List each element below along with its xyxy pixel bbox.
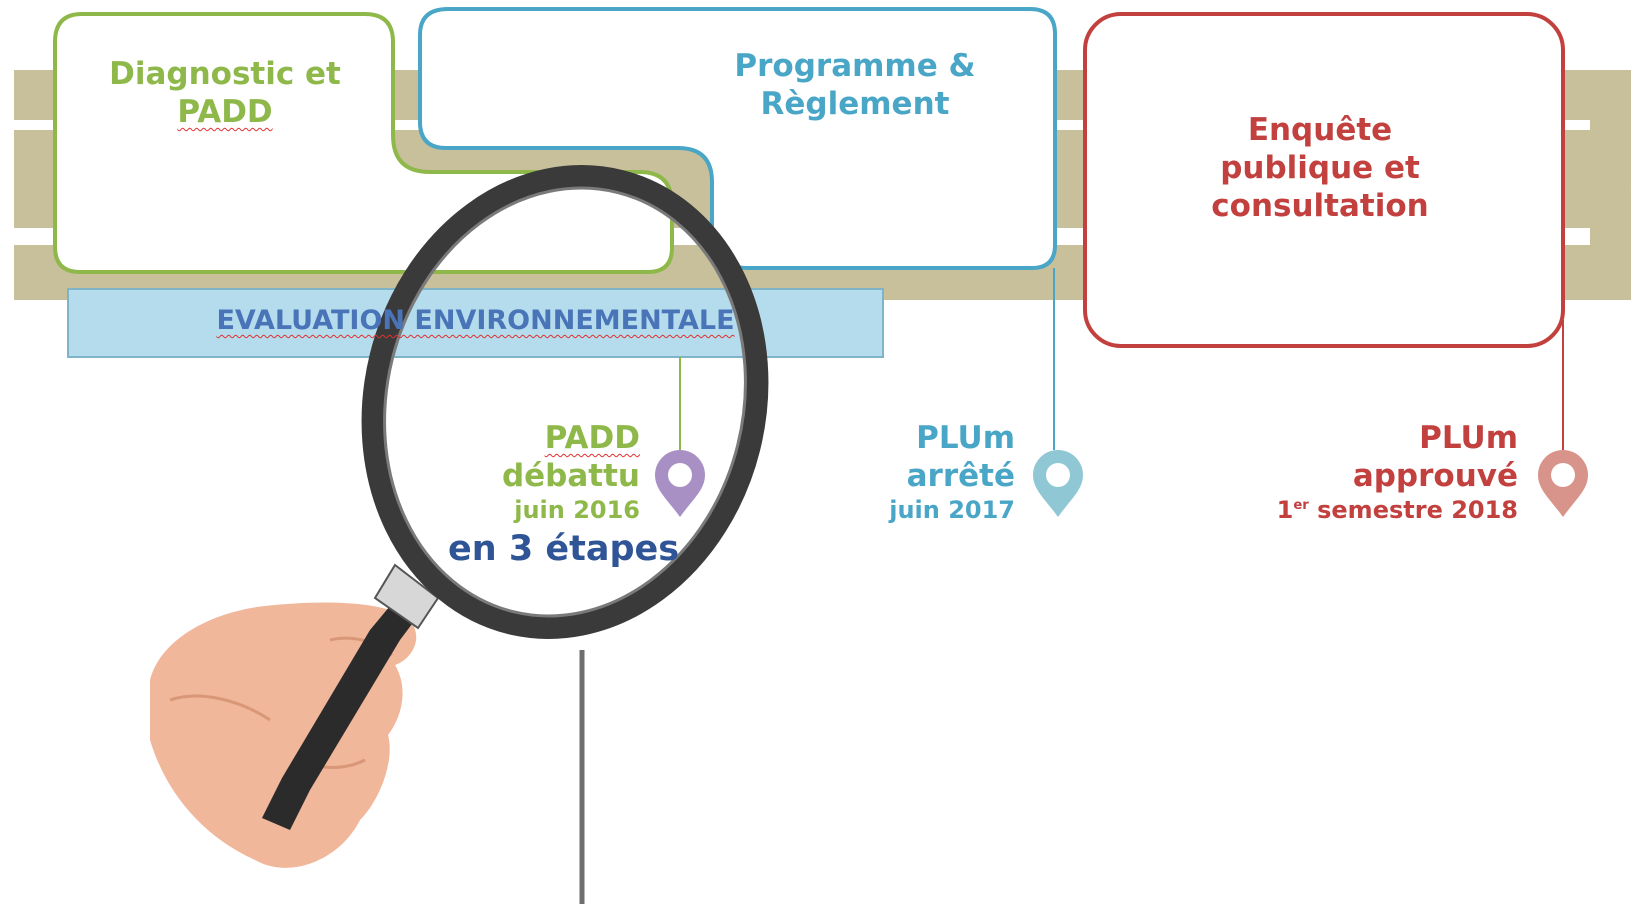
milestone-title: approuvé [1352, 457, 1518, 494]
milestone-title: arrêté [906, 457, 1015, 494]
phase-label-enquete: Enquête publique et consultation [1160, 112, 1480, 225]
milestone-title: PLUm [916, 420, 1015, 456]
milestone-title: débattu [501, 457, 640, 494]
phase-label-diagnostic: Diagnostic et PADD [90, 56, 360, 132]
milestone-title: PADD [544, 420, 640, 456]
phase-box-enquete [1083, 12, 1565, 348]
milestone-date: juin 2016 [514, 495, 640, 524]
milestone-title: PLUm [1419, 420, 1518, 456]
phase-label-line: Programme & [734, 48, 976, 84]
phase-label-line: Enquête [1247, 112, 1393, 148]
milestone-date: 1er semestre 2018 [1276, 495, 1518, 524]
caption-en-3-etapes: en 3 étapes [448, 529, 680, 569]
map-pin-icon [655, 450, 705, 517]
map-pin-icon [1538, 450, 1588, 517]
milestone-padd: PADD débattu juin 2016 [430, 420, 640, 525]
milestone-date: juin 2017 [889, 495, 1015, 524]
milestone-arrete: PLUm arrêté juin 2017 [810, 420, 1015, 525]
phase-label-line: publique et [1220, 149, 1420, 186]
map-pin-icon [1033, 450, 1083, 517]
phase-label-line: consultation [1211, 187, 1429, 224]
phase-label-line: Règlement [760, 85, 950, 122]
magnifying-glass-icon [262, 165, 769, 830]
phase-label-line: PADD [177, 93, 273, 130]
milestone-approuve: PLUm approuvé 1er semestre 2018 [1200, 420, 1518, 525]
phase-label-line: Diagnostic et [109, 56, 341, 92]
evaluation-bar-label: EVALUATION ENVIRONNEMENTALE [216, 305, 735, 336]
phase-label-programme: Programme & Règlement [700, 48, 1010, 124]
